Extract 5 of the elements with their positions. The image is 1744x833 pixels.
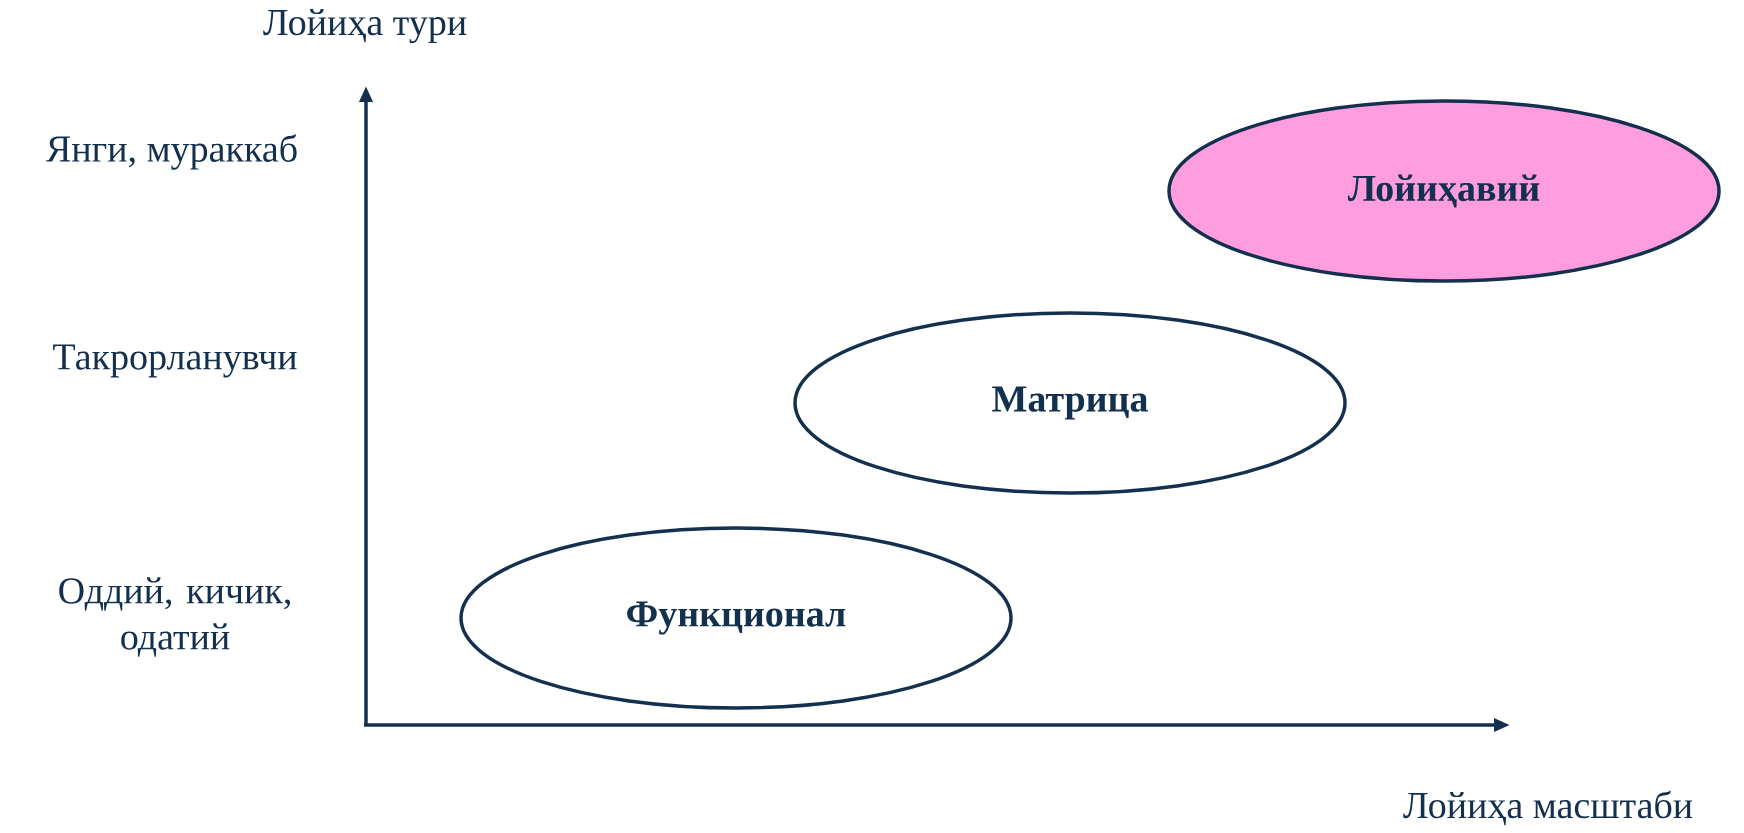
axis-label: Такрорланувчи [53, 344, 297, 378]
axis-label: Оддий, кичик, одатий [59, 577, 290, 657]
axis-label: Янги, мураккаб [46, 134, 297, 170]
axis-label: Лойиҳа тури [263, 8, 467, 44]
axis-label: Лойиҳа масштаби [1403, 790, 1693, 826]
